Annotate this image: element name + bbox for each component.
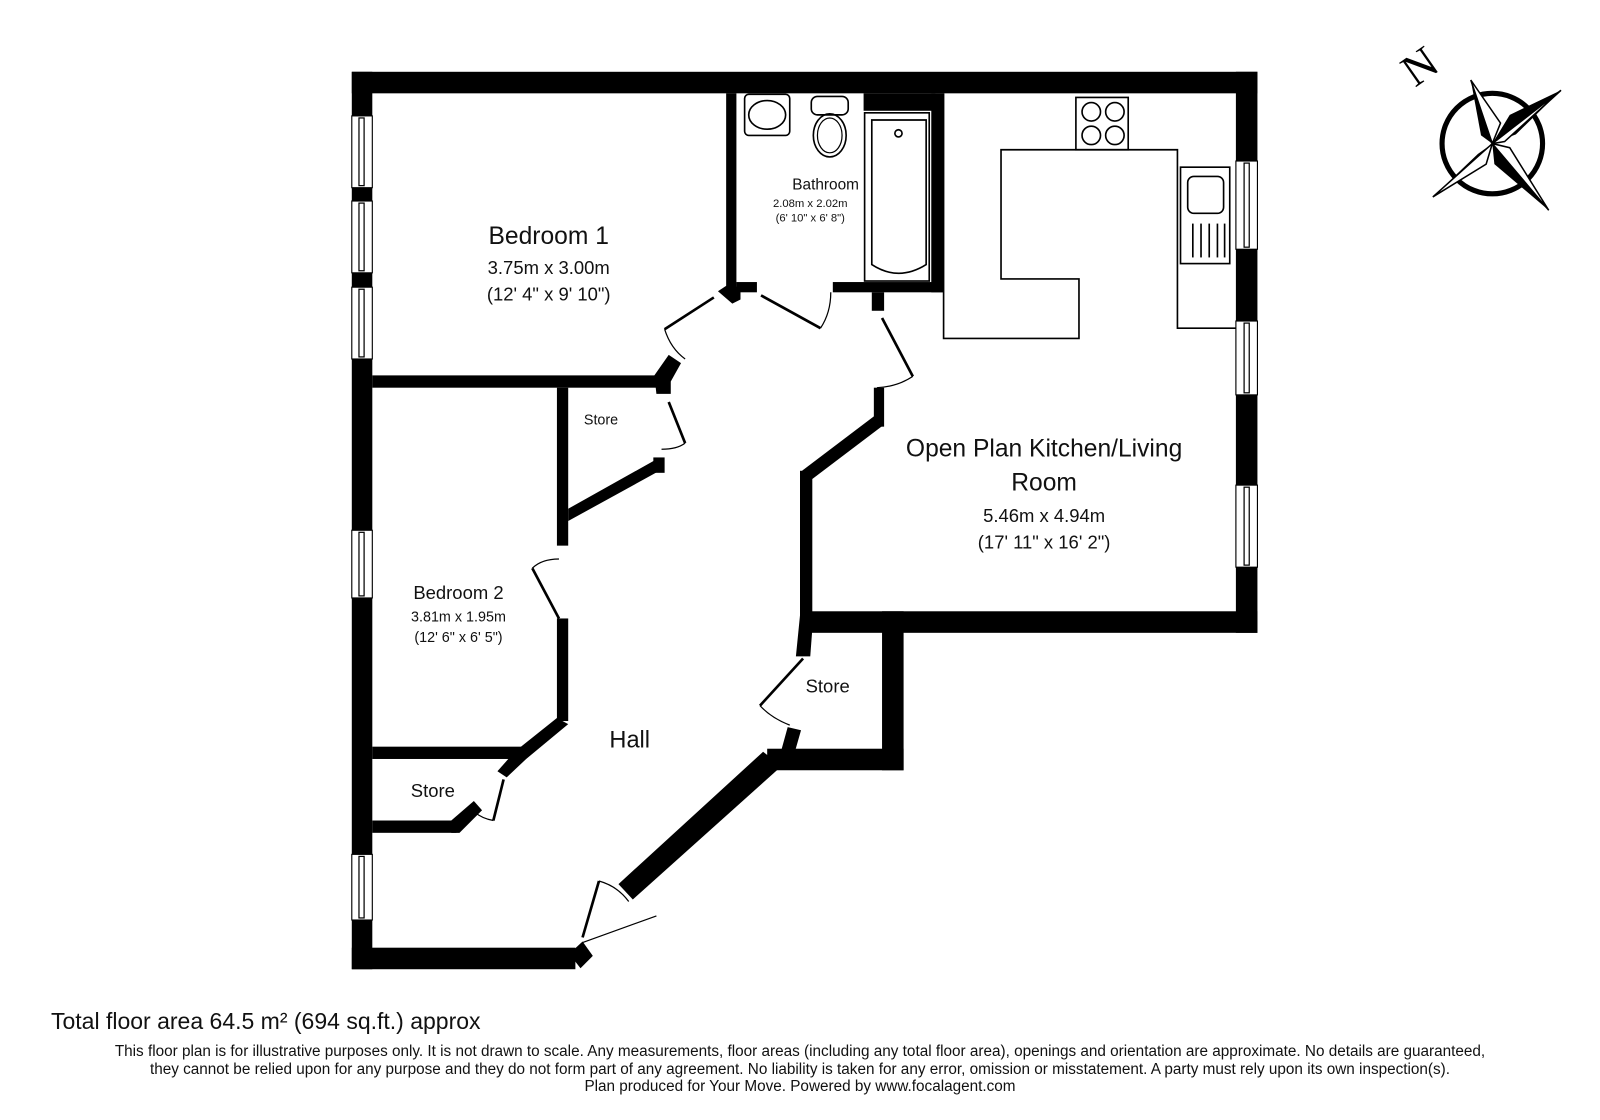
kitchen-metric: 5.46m x 4.94m — [983, 505, 1105, 526]
total-floor-area: Total floor area 64.5 m² (694 sq.ft.) ap… — [51, 1008, 481, 1034]
bedroom1-imperial: (12' 4" x 9' 10") — [487, 284, 611, 305]
kitchen-fixtures — [942, 93, 1236, 340]
window-east-1 — [1235, 160, 1258, 250]
doors — [474, 292, 915, 944]
window-west-1 — [351, 115, 373, 189]
window-west-5 — [351, 853, 373, 921]
toilet-icon — [810, 95, 850, 158]
bathroom-name: Bathroom — [792, 177, 859, 194]
bedroom2-imperial: (12' 6" x 6' 5") — [414, 630, 502, 646]
bathroom-label: Bathroom 2.08m x 2.02m (6' 10" x 6' 8") — [773, 177, 859, 225]
bedroom1-label: Bedroom 1 3.75m x 3.00m (12' 4" x 9' 10"… — [487, 223, 611, 304]
kitchen-name-line1: Open Plan Kitchen/Living — [906, 435, 1182, 462]
store-top-name: Store — [584, 413, 618, 429]
bedroom1-metric: 3.75m x 3.00m — [488, 257, 610, 278]
bedroom2-metric: 3.81m x 1.95m — [411, 610, 506, 626]
sink-icon — [743, 93, 791, 137]
hall-name: Hall — [609, 727, 650, 753]
bathroom-imperial: (6' 10" x 6' 8") — [776, 213, 846, 225]
store-bottom-name: Store — [411, 780, 455, 801]
kitchen-sink-icon — [1179, 166, 1231, 265]
kitchen-name-line2: Room — [1011, 469, 1077, 496]
disclaimer-line-3: Plan produced for Your Move. Powered by … — [584, 1078, 1016, 1095]
disclaimer-line-2: they cannot be relied upon for any purpo… — [149, 1060, 1451, 1078]
kitchen-counter — [942, 93, 1236, 340]
bedroom2-name: Bedroom 2 — [413, 582, 503, 603]
bedroom1-name: Bedroom 1 — [489, 223, 609, 250]
disclaimer: This floor plan is for illustrative purp… — [0, 1043, 1600, 1096]
disclaimer-line-1: This floor plan is for illustrative purp… — [114, 1043, 1486, 1060]
window-east-2 — [1235, 320, 1258, 396]
room-labels: Bedroom 1 3.75m x 3.00m (12' 4" x 9' 10"… — [411, 177, 1183, 801]
bedroom2-label: Bedroom 2 3.81m x 1.95m (12' 6" x 6' 5") — [411, 582, 506, 646]
compass-north-label: N — [1392, 36, 1447, 96]
window-west-3 — [351, 286, 373, 360]
window-west-4 — [351, 529, 373, 599]
bathroom-metric: 2.08m x 2.02m — [773, 198, 848, 210]
kitchen-imperial: (17' 11" x 16' 2") — [978, 532, 1111, 553]
bathtub-icon — [863, 112, 931, 282]
bathroom-fixtures — [743, 93, 931, 282]
window-east-3 — [1235, 484, 1258, 568]
store-right-name: Store — [806, 675, 850, 696]
hob-icon — [1075, 96, 1130, 151]
kitchen-label: Open Plan Kitchen/Living Room 5.46m x 4.… — [906, 435, 1182, 552]
compass-rose-icon: N — [1392, 36, 1562, 211]
internal-walls — [372, 93, 944, 833]
windows — [351, 115, 1258, 921]
window-west-2 — [351, 200, 373, 274]
